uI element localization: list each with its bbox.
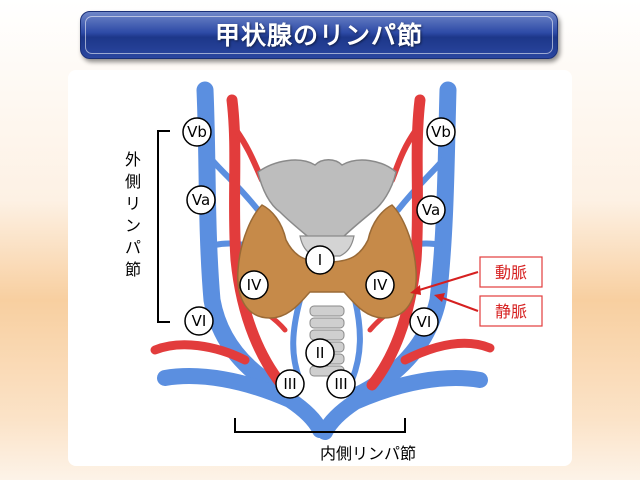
node-iii-right: III: [326, 369, 356, 399]
right-jugular-vein: [349, 81, 457, 404]
page-title: 甲状腺のリンパ節: [214, 21, 423, 50]
node-label: I: [318, 251, 322, 269]
trachea-ring: [309, 329, 345, 341]
node-label: VI: [417, 313, 432, 331]
left-subclavian-vein: [157, 368, 328, 438]
node-vi-left: VI: [184, 306, 214, 336]
node-iv-left: IV: [239, 270, 269, 300]
node-va-left: Va: [186, 185, 216, 215]
right-subclavian-artery: [400, 338, 495, 365]
node-iv-right: IV: [365, 270, 395, 300]
left-subclavian-artery: [150, 340, 250, 365]
node-label: III: [283, 375, 296, 393]
medial-label: 内側リンパ節: [320, 444, 416, 463]
vein-label: 静脈: [495, 302, 527, 321]
node-vb-left: Vb: [182, 117, 212, 147]
lateral-label-char: パ: [125, 238, 141, 257]
lateral-label: 外 側 リ ン パ 節: [125, 150, 141, 279]
right-upper-vein-branch: [395, 157, 446, 213]
trachea-ring: [309, 317, 345, 329]
node-label: II: [316, 344, 325, 362]
left-jugular-vein: [196, 81, 299, 404]
artery-callout: 動脈: [410, 256, 543, 295]
artery-label: 動脈: [495, 263, 527, 282]
trachea-ring: [309, 305, 345, 317]
right-subclavian-vein: [317, 370, 488, 440]
lateral-label-char: 節: [125, 260, 141, 279]
node-label: III: [334, 375, 347, 393]
lateral-label-char: 外: [125, 150, 141, 169]
medial-bracket: [234, 418, 406, 433]
node-label: Vb: [187, 123, 207, 141]
title-banner: 甲状腺のリンパ節: [80, 11, 558, 59]
node-vi-right: VI: [409, 307, 439, 337]
inferior-thyroid-vein-left: [290, 297, 303, 383]
left-carotid-artery: [226, 94, 288, 391]
thyroid-cartilage: [257, 159, 397, 241]
inferior-thyroid-vein-right: [349, 297, 363, 383]
node-label: Va: [192, 191, 210, 209]
node-label: IV: [247, 276, 262, 294]
lateral-label-char: 側: [125, 172, 141, 191]
lateral-label-char: リ: [125, 194, 141, 213]
vein-callout: 静脈: [434, 293, 543, 327]
node-label: Vb: [431, 123, 451, 141]
lymph-nodes: Vb Vb Va Va I IV IV VI: [182, 117, 456, 399]
lateral-label-char: ン: [125, 216, 141, 235]
node-va-right: Va: [416, 195, 446, 225]
node-vb-right: Vb: [426, 117, 456, 147]
right-carotid-artery: [366, 94, 426, 391]
node-label: IV: [373, 276, 388, 294]
node-label: Va: [422, 201, 440, 219]
node-ii: II: [305, 338, 335, 368]
node-label: VI: [192, 312, 207, 330]
title-banner-border: [85, 16, 553, 54]
lateral-bracket: [157, 130, 170, 323]
node-iii-left: III: [275, 369, 305, 399]
node-i: I: [305, 245, 335, 275]
